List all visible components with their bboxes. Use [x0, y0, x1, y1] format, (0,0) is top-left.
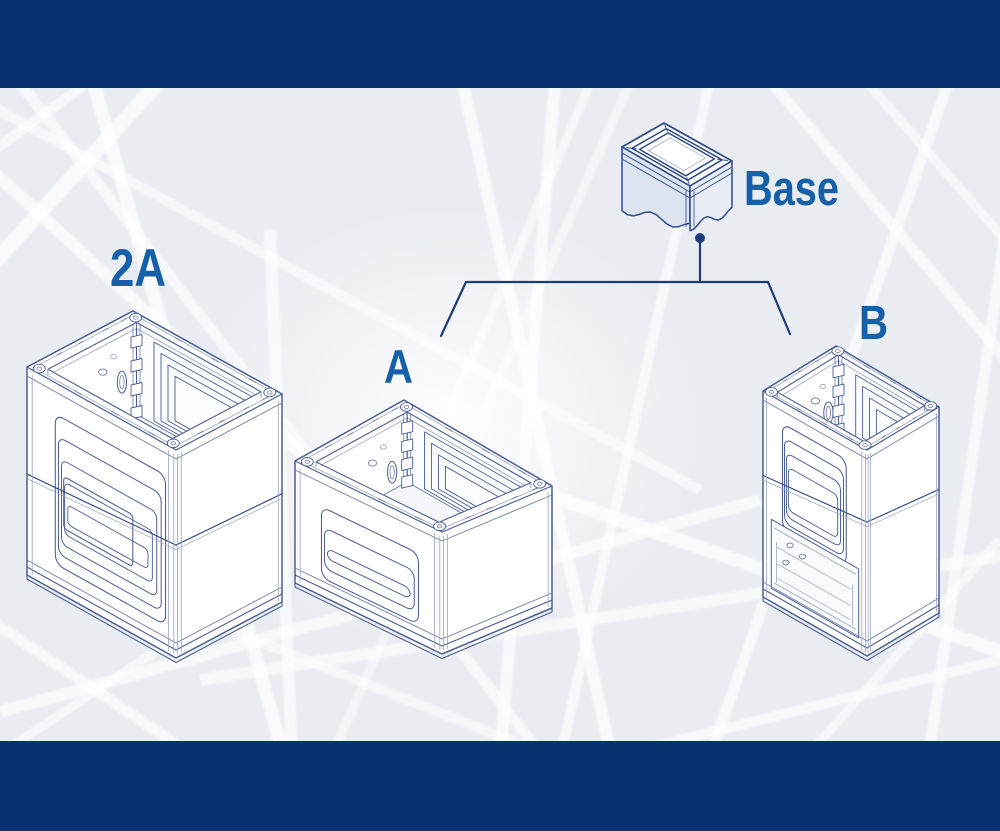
svg-text:B: B — [859, 297, 888, 350]
svg-text:A: A — [384, 340, 413, 393]
svg-text:Base: Base — [744, 162, 839, 216]
svg-text:2A: 2A — [110, 239, 166, 298]
